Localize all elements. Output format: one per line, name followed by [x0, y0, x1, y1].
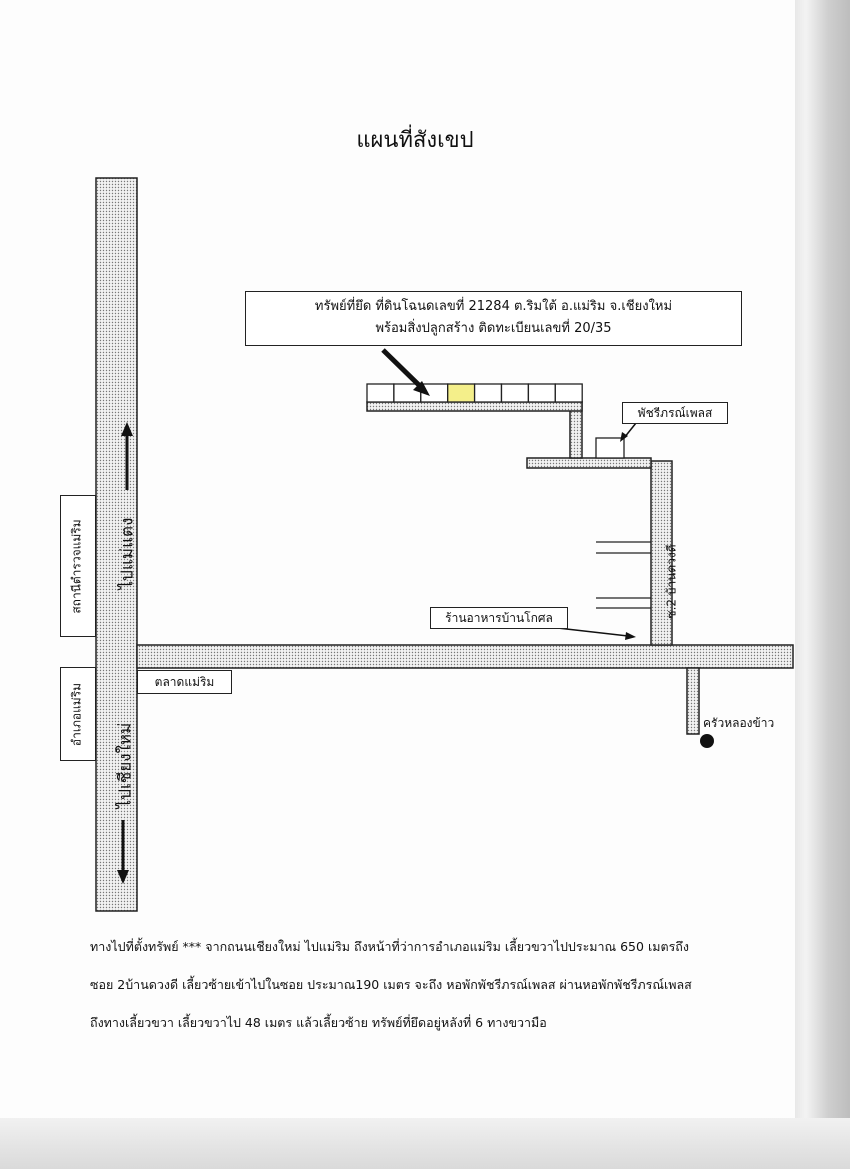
khrua-marker — [700, 734, 714, 748]
arrow-south-head — [117, 870, 129, 884]
pointer-property-head — [413, 381, 430, 396]
market-box: ตลาดแม่ริม — [137, 670, 232, 694]
district-office-label: อำเภอแม่ริม — [69, 682, 84, 747]
khrua-label: ครัวหลองข้าว — [703, 716, 775, 730]
pointer-dormitory-head — [620, 432, 628, 442]
cross-road — [136, 644, 794, 669]
property-label-line1: ทรัพย์ที่ยึด ที่ดินโฉนดเลขที่ 21284 ต.ริ… — [314, 299, 673, 314]
property-label-box: ทรัพย์ที่ยึด ที่ดินโฉนดเลขที่ 21284 ต.ริ… — [245, 291, 742, 346]
side-lane-2 — [596, 597, 651, 609]
map-title: แผนที่สังเขป — [356, 128, 474, 153]
scan-edge-shadow — [795, 0, 850, 1169]
police-station-box — [60, 495, 96, 637]
dormitory-building — [595, 437, 625, 459]
lots — [366, 383, 583, 403]
road-label-south: ไปเชียงใหม่ — [115, 722, 136, 809]
pointer-property — [381, 348, 426, 392]
lot — [527, 383, 556, 403]
soi-label: ซ.2 บ้านดวงดี — [664, 544, 679, 619]
directions-line1: ทางไปที่ตั้งทรัพย์ *** จากถนนเชียงใหม่ ไ… — [90, 939, 689, 954]
arrow-north-head — [121, 422, 133, 436]
directions-text: ทางไปที่ตั้งทรัพย์ *** จากถนนเชียงใหม่ ไ… — [90, 928, 790, 1042]
lot — [473, 383, 503, 403]
main-road — [95, 177, 138, 912]
lot — [500, 383, 530, 403]
restaurant-label-box: ร้านอาหารบ้านโกศล — [430, 607, 568, 629]
pointer-restaurant-head — [625, 632, 636, 640]
lot — [366, 383, 395, 403]
lot-highlighted — [447, 383, 476, 403]
property-label-line2: พร้อมสิ่งปลูกสร้าง ติดทะเบียนเลขที่ 20/3… — [375, 321, 612, 336]
lot — [554, 383, 583, 403]
road-label-north: ไปแม่แตง — [117, 517, 138, 590]
dormitory-label-box: พัชรีภรณ์เพลส — [622, 402, 728, 424]
lot-lane — [366, 401, 583, 412]
police-station-label: สถานีตำรวจแม่ริม — [69, 519, 84, 614]
side-lane-1 — [596, 541, 651, 554]
lower-branch-road — [686, 667, 700, 735]
district-office-box — [60, 667, 96, 761]
directions-line3: ถึงทางเลี้ยวขวา เลี้ยวขวาไป 48 เมตร แล้ว… — [90, 1015, 547, 1030]
scan-bottom-shadow — [0, 1118, 850, 1169]
directions-line2: ซอย 2บ้านดวงดี เลี้ยวซ้ายเข้าไปในซอย ประ… — [90, 977, 692, 992]
upper-lane — [526, 457, 652, 469]
